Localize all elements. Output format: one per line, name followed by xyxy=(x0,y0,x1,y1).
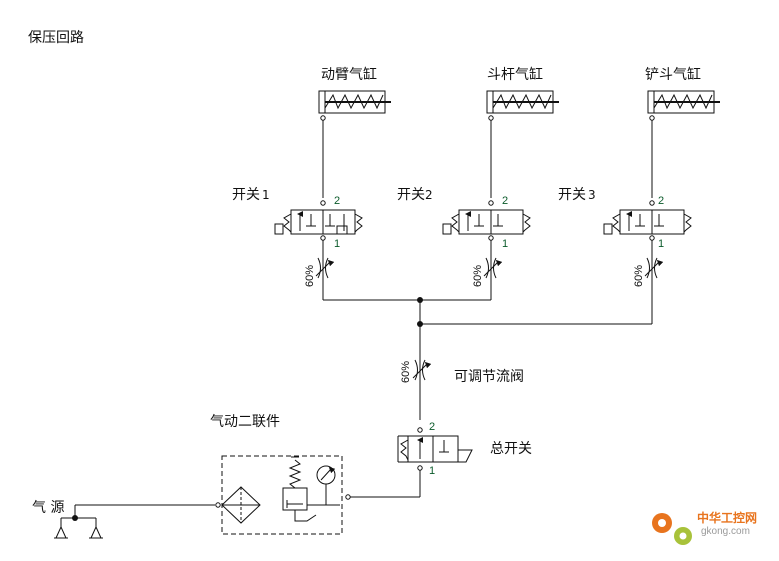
port-number: 2 xyxy=(429,421,436,433)
port-number: 1 xyxy=(334,238,341,250)
cylinder-bucket xyxy=(647,90,720,121)
switch-valve-1 xyxy=(274,200,363,241)
port-number: 2 xyxy=(502,195,509,207)
switch-label-text: 开关 xyxy=(558,187,586,203)
frl-unit xyxy=(215,455,351,535)
throttle-percent-1: 60% xyxy=(304,264,316,287)
switch-valve-2 xyxy=(442,200,531,241)
switch-valve-3 xyxy=(603,200,692,241)
switch-label-text: 开关 xyxy=(232,187,260,203)
watermark: 中华工控网 gkong.com xyxy=(643,505,779,555)
cylinder-label-stick: 斗杆气缸 xyxy=(487,67,543,83)
throttle-percent-3: 60% xyxy=(633,264,645,287)
throttle-valve-3 xyxy=(644,257,664,279)
switch-label-text: 开关 xyxy=(397,187,425,203)
throttle-valve-2 xyxy=(483,257,503,279)
throttle-percent-flow: 60% xyxy=(400,360,412,383)
main-switch-valve xyxy=(397,427,473,471)
switch-label-2: 开关2 xyxy=(397,184,433,204)
port-number: 2 xyxy=(658,195,665,207)
port-number: 1 xyxy=(502,238,509,250)
watermark-gear-icon xyxy=(652,513,692,545)
flow-valve-label: 可调节流阀 xyxy=(454,369,524,385)
junction-dot xyxy=(417,297,423,303)
switch-number: 2 xyxy=(425,188,433,202)
throttle-valve-1 xyxy=(315,257,335,279)
throttle-percent-2: 60% xyxy=(472,264,484,287)
cylinder-boom xyxy=(318,90,391,121)
cylinder-label-boom: 动臂气缸 xyxy=(321,67,377,83)
air-source-label: 气 源 xyxy=(32,500,65,516)
watermark-url: gkong.com xyxy=(701,526,750,537)
pipe-lines xyxy=(60,120,653,527)
main-switch-label: 总开关 xyxy=(490,441,532,457)
air-source-symbols xyxy=(54,525,103,539)
cylinder-stick xyxy=(486,90,559,121)
watermark-text: 中华工控网 xyxy=(697,511,758,525)
cylinder-label-bucket: 铲斗气缸 xyxy=(645,67,701,83)
frl-unit-label: 气动二联件 xyxy=(210,414,280,430)
page-title: 保压回路 xyxy=(28,30,84,46)
junction-dot xyxy=(72,515,78,521)
port-number: 1 xyxy=(429,465,436,477)
port-number: 1 xyxy=(658,238,665,250)
port-number: 2 xyxy=(334,195,341,207)
switch-number: 1 xyxy=(262,188,270,202)
switch-number: 3 xyxy=(588,188,596,202)
adjustable-flow-valve xyxy=(412,359,432,381)
junction-dot xyxy=(417,321,423,327)
